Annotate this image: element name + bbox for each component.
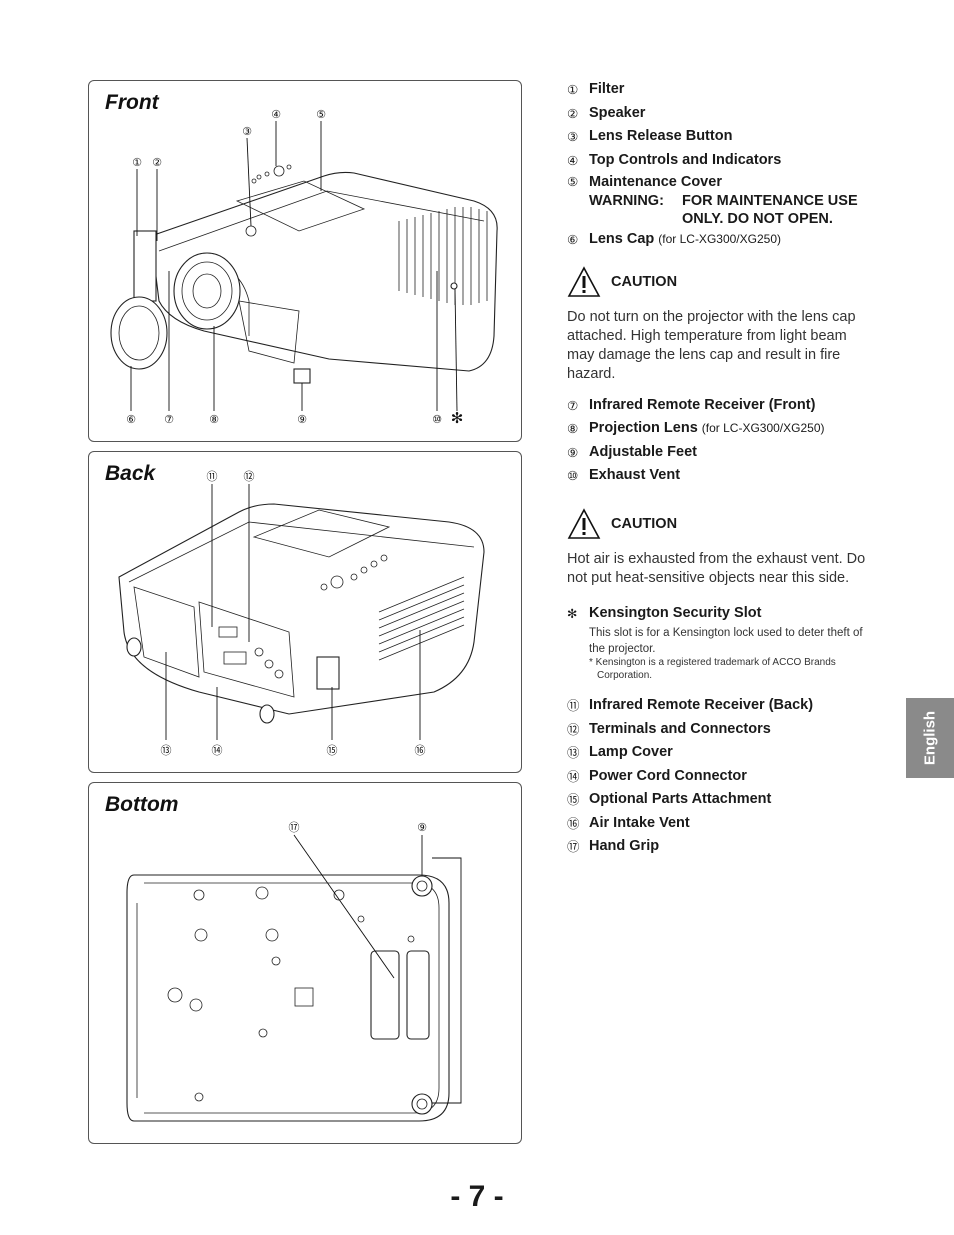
front-panel: Front [88,80,522,442]
bottom-illustration: ⑰ ⑨ [126,821,462,1122]
callout-17: ⑰ [289,821,300,834]
caution-text: Do not turn on the projector with the le… [567,308,856,382]
callout-9-bottom: ⑨ [417,821,427,834]
callout-15: ⑮ [327,744,338,757]
warning-triangle-icon [567,507,601,539]
callout-10: ⑩ [432,413,442,426]
callout-16: ⑯ [415,744,426,757]
callout-11: ⑪ [207,470,218,483]
lens-cap [110,296,168,370]
bottom-panel: Bottom ⑰ ⑨ [88,782,522,1144]
front-illustration: ① ② ③ ④ ⑤ ⑥ ⑦ ⑧ ⑨ ⑩ ✻ [110,108,498,427]
callout-3: ③ [242,125,252,138]
callout-8: ⑧ [209,413,219,426]
callout-14: ⑭ [212,744,223,757]
callout-12: ⑫ [244,470,255,483]
intake-vent-lines [378,576,465,661]
callout-2: ② [152,156,162,169]
language-tab: English [906,698,954,778]
bottom-title: Bottom [105,793,179,816]
callout-6: ⑥ [126,413,136,426]
callout-kensington: ✻ [451,409,464,427]
caution-text: Hot air is exhausted from the exhaust ve… [567,550,866,586]
kensington-footnote: * Kensington is a registered trademark o… [589,657,836,681]
back-title: Back [105,462,156,485]
caution-heading: CAUTION [567,265,877,298]
callout-5: ⑤ [316,108,326,121]
callout-13: ⑬ [161,744,172,757]
back-illustration: ⑪ ⑫ ⑬ ⑭ ⑮ ⑯ [118,470,485,757]
front-title: Front [105,91,159,114]
callout-7: ⑦ [164,413,174,426]
back-panel: Back ⑪ ⑫ ⑬ [88,451,522,773]
page-number: - 7 - [450,1180,504,1213]
kensington-description: This slot is for a Kensington lock used … [589,627,863,655]
warning-triangle-icon [567,265,601,297]
caution-heading: CAUTION [567,507,877,540]
callout-1: ① [132,156,142,169]
language-tab-label: English [921,710,939,766]
exhaust-vent-lines [398,207,488,305]
callout-4: ④ [271,108,281,121]
list-item: ✻Kensington Security Slot [567,604,762,621]
callout-9: ⑨ [297,413,307,426]
